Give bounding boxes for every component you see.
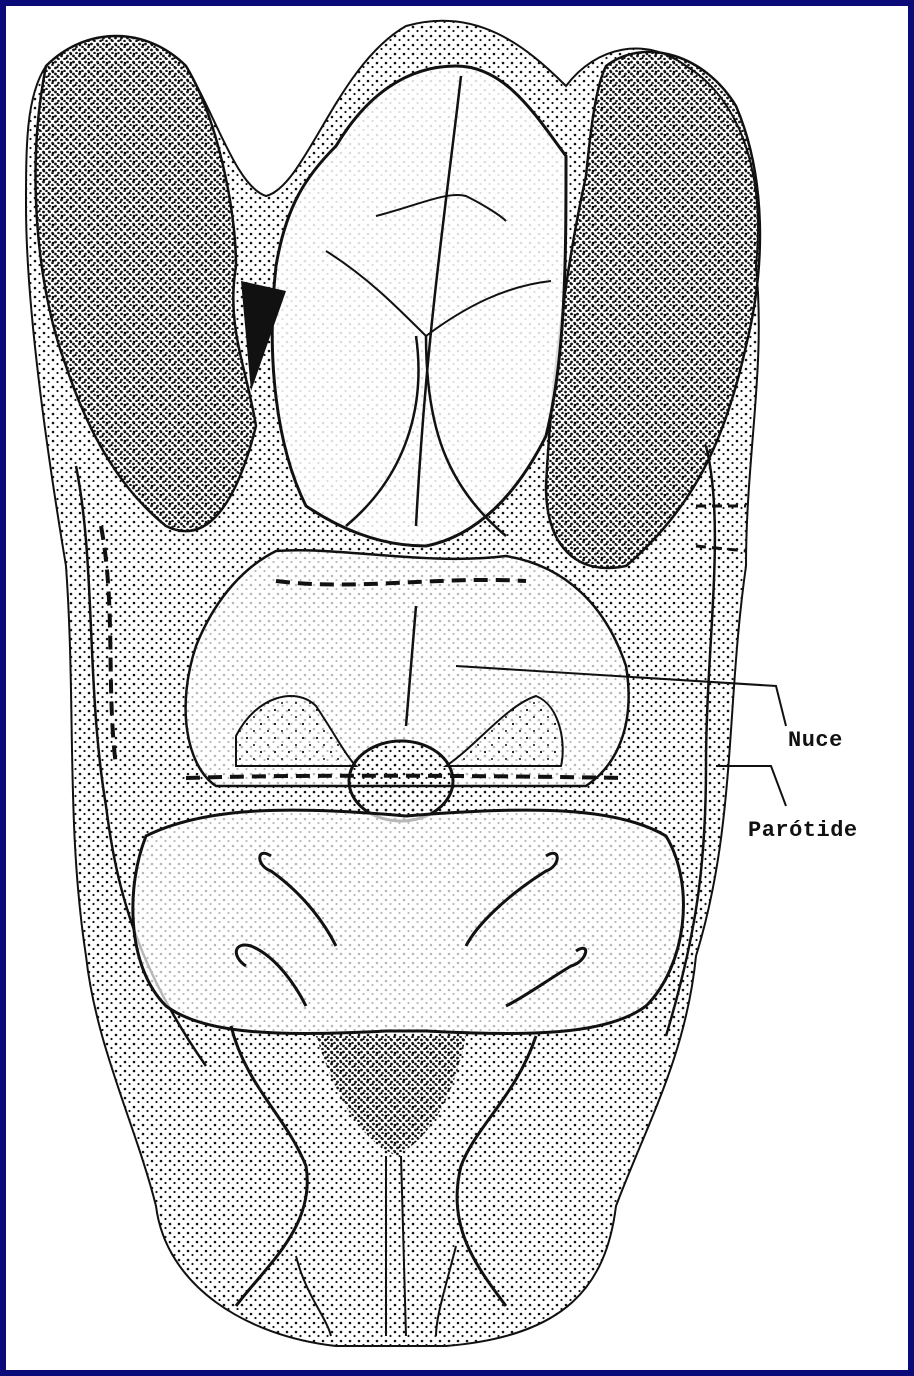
label-parotide: Parótide: [748, 818, 858, 843]
neck-knot: [349, 741, 453, 821]
label-nuce: Nuce: [788, 728, 843, 753]
lower-face: [133, 810, 684, 1033]
illustration-frame: Nuce Parótide: [6, 6, 908, 1370]
anatomy-drawing: [6, 6, 908, 1370]
